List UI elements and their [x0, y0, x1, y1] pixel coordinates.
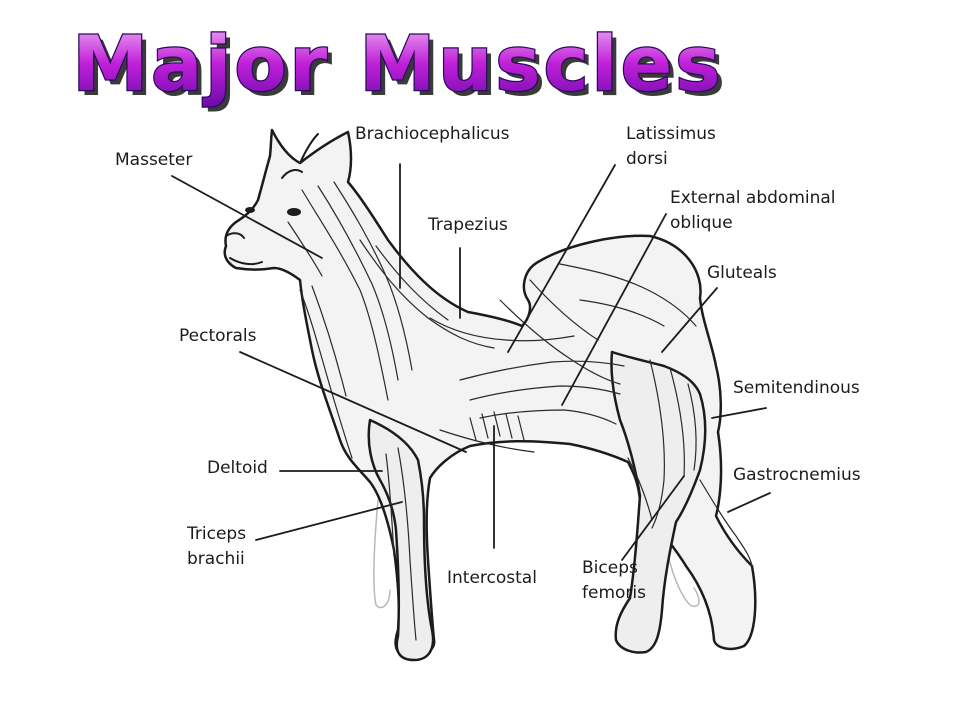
label-external-oblique-line1: External abdominal [670, 188, 836, 208]
label-deltoid: Deltoid [207, 458, 268, 478]
title-wordart: Major Muscles Major Muscles [71, 24, 729, 113]
label-trapezius: Trapezius [428, 215, 508, 235]
label-brachiocephalicus: Brachiocephalicus [355, 124, 510, 144]
leader-triceps [255, 501, 403, 541]
leader-pectorals [239, 351, 467, 453]
leader-semitendinous [711, 407, 767, 419]
page-title: Major Muscles [73, 24, 724, 108]
leader-external-oblique [561, 213, 667, 406]
label-latissimus-line1: Latissimus [626, 124, 716, 144]
label-semitendinous: Semitendinous [733, 378, 860, 398]
leader-masseter [171, 175, 323, 259]
leader-gluteals [661, 287, 718, 353]
label-triceps-line1: Triceps [187, 524, 247, 544]
label-external-abdominal-oblique: External abdominal oblique [670, 186, 836, 236]
label-biceps-femoris-line2: femoris [582, 583, 646, 603]
label-biceps-femoris-line1: Biceps [582, 558, 638, 578]
leader-gastrocnemius [727, 492, 771, 513]
label-external-oblique-line2: oblique [670, 213, 733, 233]
leader-biceps-femoris [621, 475, 685, 561]
label-triceps-line2: brachii [187, 549, 245, 569]
label-biceps-femoris: Biceps femoris [582, 556, 646, 606]
label-latissimus-dorsi: Latissimus dorsi [626, 122, 716, 172]
title-shadow: Major Muscles [78, 24, 729, 113]
label-gastrocnemius: Gastrocnemius [733, 465, 861, 485]
leader-latissimus [507, 164, 616, 353]
label-masseter: Masseter [115, 150, 193, 170]
label-triceps-brachii: Triceps brachii [187, 522, 246, 572]
label-gluteals: Gluteals [707, 263, 777, 283]
label-pectorals: Pectorals [179, 326, 257, 346]
label-intercostal: Intercostal [447, 568, 537, 588]
label-latissimus-line2: dorsi [626, 149, 668, 169]
